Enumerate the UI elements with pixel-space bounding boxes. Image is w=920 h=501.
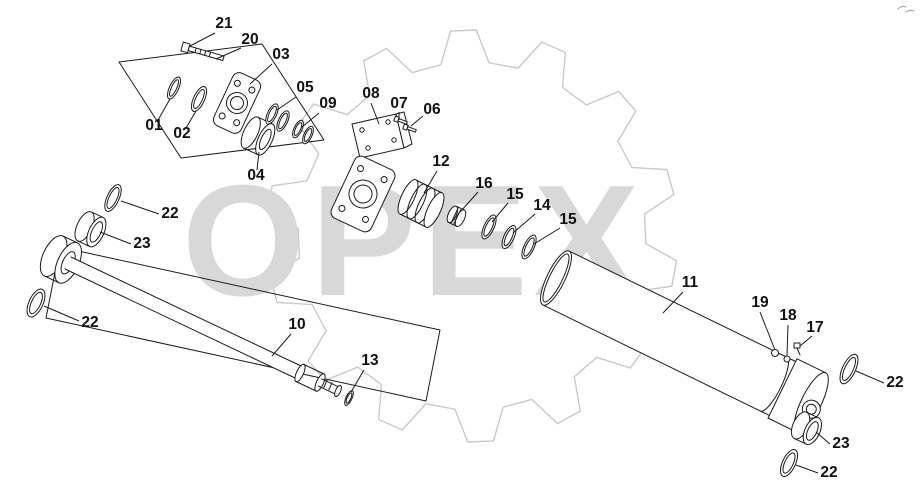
part-head-plate (330, 155, 396, 233)
leader-line-20-1 (215, 47, 242, 60)
leader-line-10-20 (271, 333, 292, 357)
leader-line-22-27 (795, 464, 819, 474)
part-label-15-15: 15 (559, 211, 577, 228)
leader-line-06-7 (410, 115, 424, 127)
part-label-20-1: 20 (241, 31, 258, 48)
part-oring-02 (190, 86, 208, 112)
leader-line-03-2 (249, 63, 273, 85)
part-rings-05 (265, 103, 290, 132)
leader-line-04-10 (256, 151, 260, 171)
part-label-21-0: 21 (215, 15, 233, 32)
leader-line-19-22 (759, 311, 776, 351)
part-bolt-07 (393, 115, 408, 125)
part-piston-12 (397, 179, 445, 228)
part-label-17-24: 17 (806, 319, 823, 336)
leader-line-23-26 (815, 431, 831, 445)
part-label-18-23: 18 (779, 307, 797, 324)
leader-line-23-18 (99, 231, 132, 245)
part-label-04-10: 04 (247, 167, 265, 184)
part-label-03-2: 03 (272, 46, 290, 63)
part-ring-22-top-left (104, 184, 122, 212)
part-label-22-25: 22 (886, 374, 903, 391)
part-ring-22-right (839, 353, 859, 385)
part-rod-10 (64, 256, 342, 398)
part-ring-15b (521, 234, 537, 260)
part-label-07-6: 07 (390, 95, 407, 112)
part-label-15-13: 15 (506, 186, 524, 203)
part-label-16-12: 16 (475, 175, 493, 192)
leader-line-15-13 (491, 202, 509, 223)
part-label-01-8: 01 (145, 117, 163, 134)
leader-line-17-24 (799, 335, 813, 347)
leader-line-14-14 (512, 213, 536, 234)
part-label-11-16: 11 (682, 274, 699, 291)
part-label-19-22: 19 (751, 294, 769, 311)
part-ring-13 (344, 390, 354, 406)
part-ring-14 (501, 224, 517, 250)
leader-line-02-9 (185, 110, 197, 129)
part-bushing-23-right (790, 411, 822, 445)
part-label-05-3: 05 (296, 79, 314, 96)
part-label-14-14: 14 (533, 197, 551, 214)
part-labels-layer: 21 20 03 05 09 08 07 06 01 02 04 12 16 15 14 15 11 22 23 22… (43, 15, 904, 481)
part-flange-03 (212, 72, 262, 134)
part-label-12-11: 12 (432, 153, 449, 170)
part-ring-22-bottom-right (779, 449, 799, 477)
part-oring-01 (166, 76, 182, 100)
leader-line-13-21 (350, 369, 365, 393)
leader-line-08-5 (370, 102, 380, 125)
leader-line-12-11 (423, 170, 438, 194)
part-label-22-17: 22 (161, 205, 178, 222)
part-label-22-27: 22 (820, 464, 837, 481)
leader-line-05-3 (276, 96, 297, 111)
parts-layer (26, 5, 915, 477)
assembly-box-rod (45, 246, 441, 402)
part-bracket-08 (351, 111, 413, 159)
corner-mark (897, 5, 915, 13)
leader-line-22-25 (855, 370, 885, 384)
part-bushing-23-left (74, 211, 107, 248)
leader-line-01-8 (157, 98, 171, 121)
leader-line-18-23 (786, 324, 789, 357)
part-label-23-26: 23 (832, 435, 850, 452)
part-label-22-19: 22 (81, 314, 98, 331)
part-label-23-18: 23 (133, 235, 151, 252)
part-label-06-7: 06 (423, 101, 441, 118)
leader-line-22-19 (43, 305, 80, 322)
part-nut-16 (446, 205, 467, 227)
part-label-02-9: 02 (173, 125, 190, 142)
part-label-13-21: 13 (361, 352, 379, 369)
leader-line-15-15 (533, 227, 561, 245)
leader-line-16-12 (460, 191, 479, 212)
part-label-08-5: 08 (362, 85, 380, 102)
gear-outline (266, 29, 678, 443)
part-label-09-4: 09 (319, 95, 337, 112)
part-label-10-20: 10 (288, 316, 305, 333)
assembly-box-gland (118, 43, 325, 159)
leader-line-09-4 (301, 112, 320, 128)
part-ring-22-lower-left (26, 288, 46, 318)
part-bolt-06 (402, 123, 417, 133)
leader-line-11-16 (662, 291, 684, 314)
leader-line-21-0 (189, 32, 216, 47)
leader-line-22-17 (120, 200, 160, 215)
gear-watermark (266, 29, 678, 443)
part-rings-09 (292, 119, 314, 145)
part-bolt-20-21 (180, 41, 225, 62)
part-gland-04 (240, 116, 276, 156)
